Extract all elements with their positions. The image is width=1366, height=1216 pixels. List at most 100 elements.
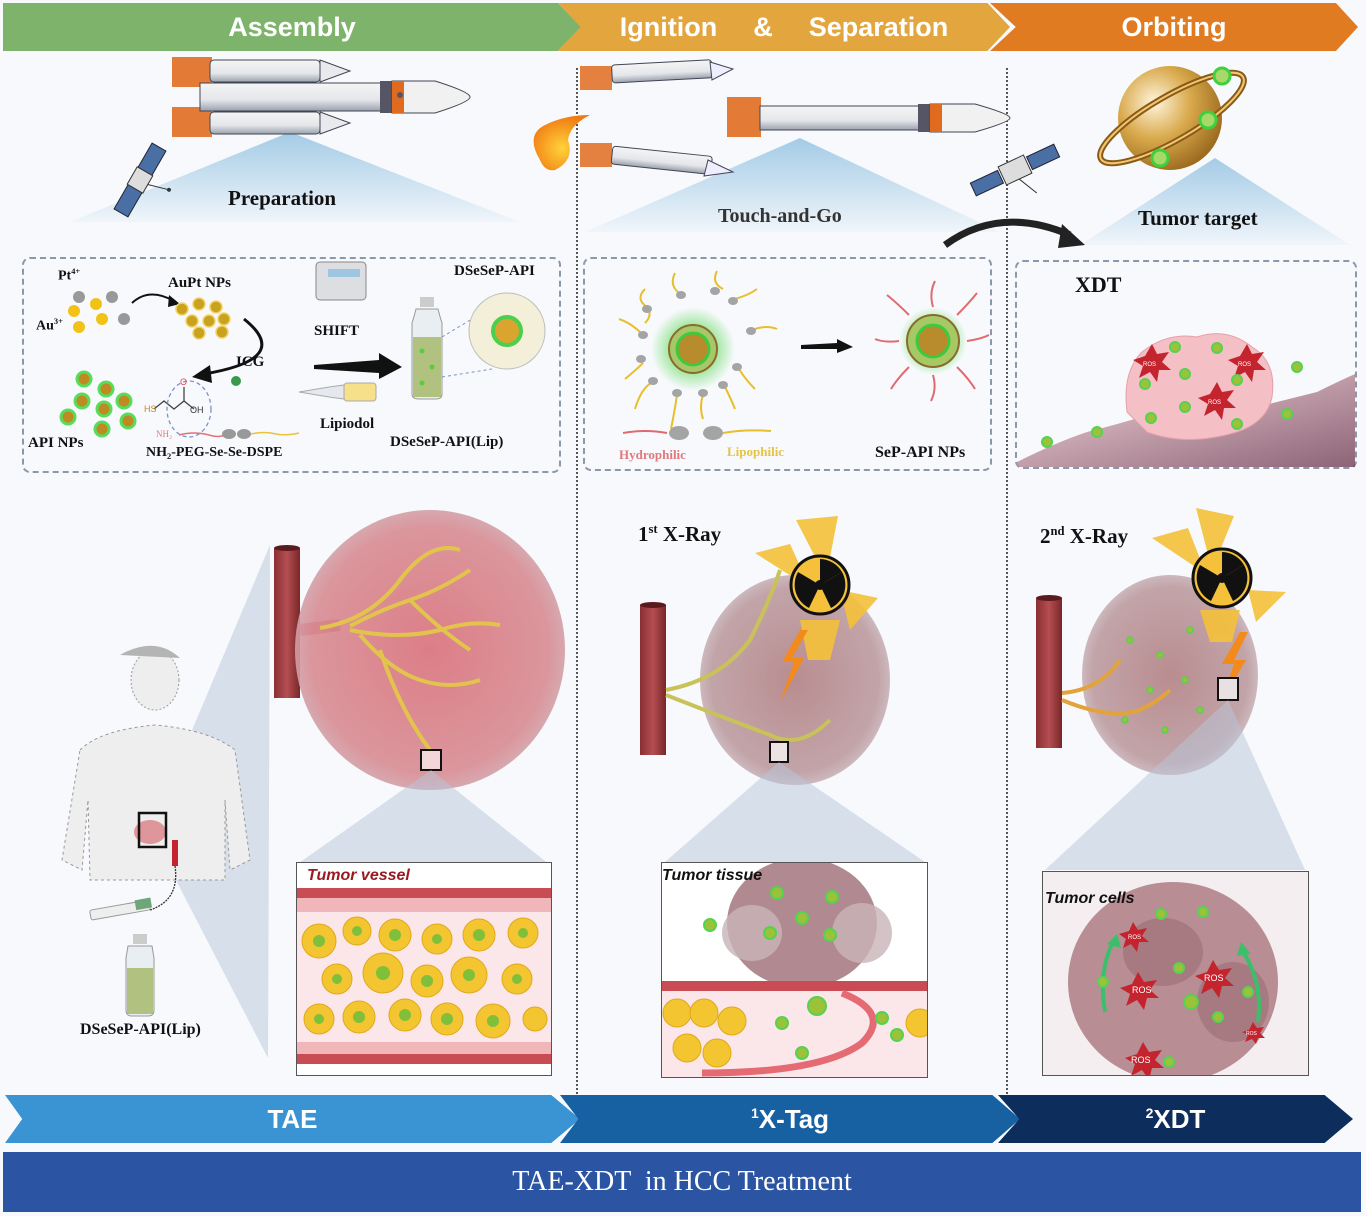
dsesep-lip-label: DSeSeP-API(Lip) xyxy=(390,434,504,450)
xdt-diagram: ROS ROS ROS xyxy=(1017,333,1355,467)
second-xray-sup: nd xyxy=(1050,524,1065,538)
patient-bottle-label: DSeSeP-API(Lip) xyxy=(80,1021,201,1038)
nanoparticle-zoom-icon xyxy=(468,292,546,370)
radiation-icon-2 xyxy=(1191,547,1253,609)
tumor-vessel-art xyxy=(297,888,551,1064)
tumor-cells-label: Tumor cells xyxy=(1045,890,1135,907)
tumor-vessel-label: Tumor vessel xyxy=(307,867,410,884)
stage-assembly: Assembly xyxy=(3,3,581,51)
ros-text-1: ROS xyxy=(1143,362,1156,368)
hydrophilic-heads xyxy=(636,287,756,397)
chem-o: O xyxy=(180,377,187,387)
aupt-label: AuPt NPs xyxy=(168,275,231,291)
lipophilic-tails xyxy=(618,270,778,430)
booster-upper xyxy=(580,59,735,90)
hydrophilic-label: Hydrophilic xyxy=(619,447,686,462)
tumor-tissue-label: Tumor tissue xyxy=(662,867,763,884)
stage-orbiting: Orbiting xyxy=(990,3,1358,51)
tumor-tae xyxy=(295,510,565,790)
separation-arrow xyxy=(801,339,853,353)
pt-charge: 4+ xyxy=(71,267,81,276)
chem-hs: HS xyxy=(144,404,157,414)
touch-and-go-fan xyxy=(585,138,1000,232)
au-text: Au xyxy=(36,318,54,334)
legend-amphiphile xyxy=(622,426,772,440)
xdt-vessels xyxy=(1061,658,1172,716)
top-illustration xyxy=(70,57,1350,248)
stage-separation-label: Separation xyxy=(808,11,949,42)
api-nanoparticles xyxy=(59,370,137,438)
shift-machine-icon xyxy=(315,261,367,301)
shift-label: SHIFT xyxy=(314,323,360,339)
stage-assembly-label: Assembly xyxy=(228,11,356,42)
first-xray-sup: st xyxy=(648,522,658,536)
xdt-panel: ROS ROS ROS XDT xyxy=(1015,260,1357,469)
first-xray-num: 1 xyxy=(638,522,649,546)
icg-label: ICG xyxy=(236,354,265,370)
satellite-icon xyxy=(113,142,171,218)
stage-tae: TAE xyxy=(5,1095,580,1143)
inset-tumor-tissue: Tumor tissue xyxy=(661,862,928,1078)
api-nps-label: API NPs xyxy=(28,435,84,451)
lipophilic-label: Lipophilic xyxy=(727,444,785,459)
assembly-panel: HS OH O NH₂ P xyxy=(22,257,561,473)
stage-amp-label: & xyxy=(753,11,773,42)
stage-xdt-label: XDT xyxy=(1153,1103,1206,1134)
footer-banner: TAE-XDT in HCC Treatment xyxy=(3,1152,1361,1212)
patient-bottle-icon xyxy=(125,934,155,1017)
second-xray-text: X-Ray xyxy=(1069,524,1129,548)
booster-lower xyxy=(580,143,735,177)
assembly-diagram: HS OH O NH₂ xyxy=(59,261,546,439)
radiation-icon-1 xyxy=(789,554,851,616)
tumor-cells-art: ROS ROS ROS ROS ROS xyxy=(1043,872,1308,1075)
lightning-icon-1 xyxy=(780,630,808,702)
product-bottle-icon xyxy=(411,297,443,400)
lipiodol-label: Lipiodol xyxy=(320,416,375,432)
chem-oh: OH xyxy=(190,405,204,415)
first-xray-text: X-Ray xyxy=(662,522,722,546)
xdt-title: XDT xyxy=(1075,272,1122,297)
zoom-box-xdt xyxy=(1217,677,1239,701)
patient-figure xyxy=(61,645,251,921)
dsesep-api-label: DSeSeP-API xyxy=(454,263,535,279)
stage-orbiting-label: Orbiting xyxy=(1121,11,1227,42)
sep-api-particle xyxy=(874,280,990,402)
stage-xdt: 2 XDT xyxy=(998,1095,1353,1143)
section-divider-1 xyxy=(576,68,578,1098)
au-charge: 3+ xyxy=(53,317,63,326)
chem-nh2: NH₂ xyxy=(156,429,172,439)
ros-cell-2: ROS xyxy=(1132,985,1152,995)
second-xray-num: 2 xyxy=(1040,524,1051,548)
xray-beams-2 xyxy=(1152,508,1286,642)
stage-ignition-separation: Ignition & Separation xyxy=(558,3,1010,51)
tumor-target-fan xyxy=(1080,158,1350,245)
stage-tae-label: TAE xyxy=(267,1103,318,1134)
footer-title: TAE-XDT in HCC Treatment xyxy=(512,1166,852,1197)
ros-text-3: ROS xyxy=(1208,400,1221,406)
ros-text-2: ROS xyxy=(1238,362,1251,368)
first-xray-label: 1st X-Ray xyxy=(638,522,721,547)
aupt-nanoparticles xyxy=(175,297,231,340)
au-ion-label: Au3+ xyxy=(36,317,63,335)
artery-xdt xyxy=(1036,598,1062,748)
ros-cell-5: ROS xyxy=(1131,1055,1151,1065)
rocket-core xyxy=(727,97,1011,137)
section-divider-2 xyxy=(1006,68,1008,1098)
ros-cell-1: ROS xyxy=(1128,935,1141,941)
inset-tumor-vessel: Tumor vessel xyxy=(296,862,552,1076)
artery-xtag xyxy=(640,605,666,755)
stage-xtag-label: X-Tag xyxy=(758,1103,830,1134)
embolized-vessels xyxy=(319,546,501,752)
cysteine-structure xyxy=(153,380,212,438)
artery-tae xyxy=(274,548,300,698)
pt-ion-label: Pt4+ xyxy=(58,267,80,285)
lipiodol-ampoule-icon xyxy=(298,382,377,402)
inset-tumor-cells: ROS ROS ROS ROS ROS Tumor cells xyxy=(1042,871,1309,1076)
planet-tumor-icon xyxy=(1097,66,1247,170)
nanoparticles-xdt xyxy=(1041,341,1303,448)
tagged-vessels xyxy=(665,569,832,742)
xdt-tumor-nps xyxy=(1121,626,1204,734)
metal-ions xyxy=(68,291,130,333)
orbit-arrow xyxy=(942,218,1072,248)
lower-illustration xyxy=(61,508,1305,1058)
